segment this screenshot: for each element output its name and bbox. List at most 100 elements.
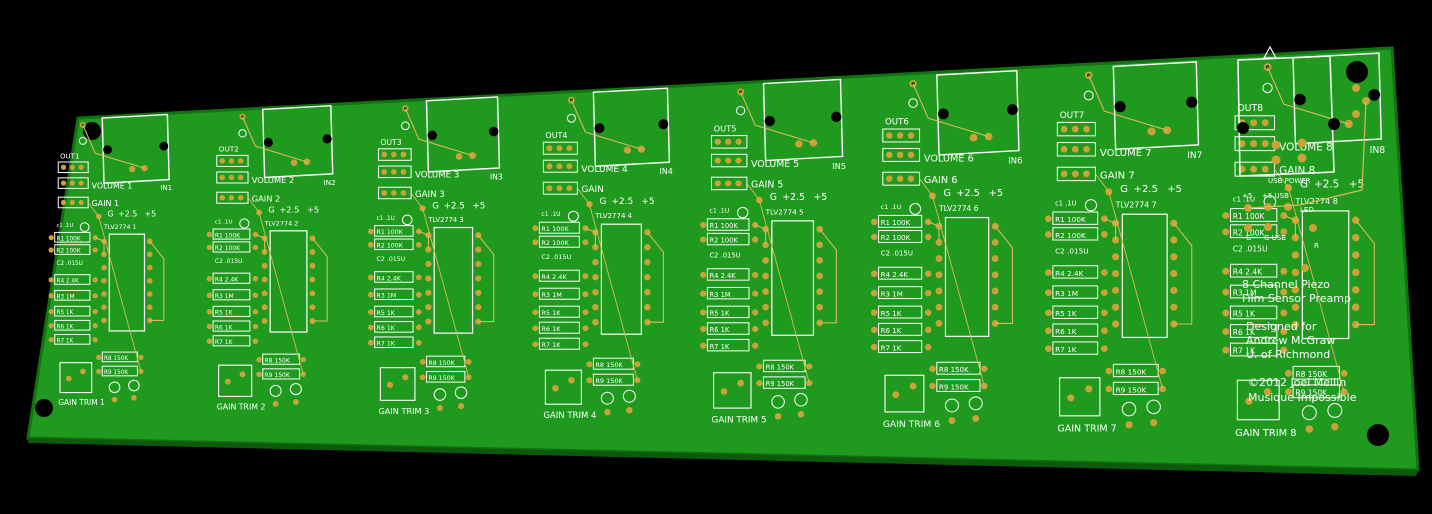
cap-pad: [626, 407, 633, 414]
copper-trace: [585, 227, 596, 248]
ic-pin: [935, 319, 943, 327]
resistor-pad: [48, 337, 54, 343]
resistor-pad: [532, 291, 539, 298]
ic-pin: [146, 277, 153, 284]
volume-pin: [896, 151, 904, 159]
ic-pin: [592, 304, 599, 311]
resistor-outline: [538, 337, 580, 350]
ic-pin: [101, 317, 107, 324]
resistor-outline: [878, 214, 923, 228]
gain-label: GAIN 6: [924, 175, 958, 186]
resistor-label: R2 100K: [709, 237, 738, 245]
resistor-pad: [532, 239, 539, 246]
resistor-pad: [206, 338, 213, 344]
resistor-label: R6 1K: [377, 325, 396, 332]
resistor-outline: [538, 321, 580, 334]
ic-pin: [475, 260, 482, 268]
volume-pin: [556, 163, 563, 170]
ic-pin: [644, 274, 651, 281]
ic-label: TLV2774 7: [1115, 201, 1157, 210]
resistor-outline: [706, 322, 750, 335]
ic-pin: [1291, 251, 1300, 259]
resistor-pad: [367, 339, 374, 346]
resistor-outline: [212, 335, 251, 347]
resistor-pad: [924, 270, 932, 277]
ic-pin: [425, 304, 432, 311]
output-pin: [566, 145, 573, 152]
resistor-label: R3 1M: [1233, 289, 1257, 298]
resistor-label: R9 150K: [104, 370, 128, 376]
ic-pin: [425, 318, 432, 325]
gain-pin: [1071, 170, 1079, 178]
c3-outline: [433, 388, 447, 401]
c4-outline: [622, 389, 636, 403]
copper-trace: [646, 231, 664, 323]
input-jack-outline: [762, 78, 844, 162]
resistor-outline: [538, 221, 580, 234]
c3-outline: [771, 395, 785, 409]
c1-outline: [401, 214, 413, 226]
resistor-pad: [752, 236, 759, 243]
resistor-pad: [92, 293, 98, 299]
ic-pin: [644, 304, 651, 311]
output-header: [1234, 115, 1276, 131]
ic-pin: [1170, 303, 1178, 311]
power-trace: [1247, 100, 1367, 209]
output-pin: [1261, 119, 1269, 127]
cap-pad: [131, 395, 137, 401]
resistor-pad: [752, 342, 759, 349]
jack-hole: [1294, 93, 1306, 106]
resistor-label: R4 2.4K: [541, 273, 567, 281]
ic-pin: [991, 271, 999, 279]
jack-hole: [764, 115, 775, 127]
ic-pin: [309, 249, 316, 255]
c1-label: c1 .1U: [1233, 196, 1255, 204]
jack-pad: [623, 146, 632, 154]
resistor-pad: [924, 233, 932, 241]
ic-outline: [600, 223, 643, 335]
resistor-label: R7 1K: [541, 341, 561, 349]
trim-pad: [1263, 388, 1272, 396]
resistor-outline: [425, 355, 466, 368]
resistor-pad: [367, 274, 374, 281]
copper-trace: [570, 99, 642, 150]
resistor-outline: [1052, 305, 1099, 319]
ic-pin: [991, 255, 999, 263]
volume-label: VOLUME 2: [252, 175, 295, 185]
resistor-label: R8 150K: [104, 356, 128, 362]
volume-pin: [400, 168, 407, 175]
copper-trace: [1283, 215, 1296, 238]
resistor-label: R9 150K: [265, 372, 291, 379]
gain-trim-outline: [218, 364, 253, 397]
ic-pin: [475, 304, 482, 311]
resistor-outline: [262, 368, 301, 380]
resistor-outline: [54, 244, 91, 255]
resistor-label: R9 150K: [1116, 385, 1147, 394]
c4-outline: [128, 379, 140, 392]
ic-pin: [592, 289, 599, 296]
resistor-pad: [1280, 228, 1288, 236]
resistor-pad: [700, 271, 707, 279]
c4-outline: [794, 393, 808, 407]
resistor-label: R2 100K: [377, 243, 404, 250]
resistor-pad: [92, 277, 98, 283]
resistor-pad: [1222, 346, 1230, 354]
board-title-line2: Film Sensor Preamp: [1242, 292, 1351, 305]
volume-pin: [1071, 145, 1079, 153]
volume-pin: [566, 163, 573, 170]
jack-hole: [1368, 89, 1381, 101]
copper-trace: [94, 237, 105, 255]
resistor-pad: [1222, 328, 1230, 336]
c5-outline: [78, 136, 87, 145]
gain-trim-outline: [1059, 377, 1101, 417]
resistor-outline: [878, 286, 923, 300]
resistor-pad: [582, 325, 589, 332]
resistor-label: R4 2.4K: [377, 275, 402, 282]
resistor-pad: [415, 339, 422, 346]
c3-outline: [108, 381, 121, 394]
copper-trace: [1267, 66, 1349, 125]
volume-pin: [69, 180, 75, 186]
volume-pin: [381, 168, 388, 175]
